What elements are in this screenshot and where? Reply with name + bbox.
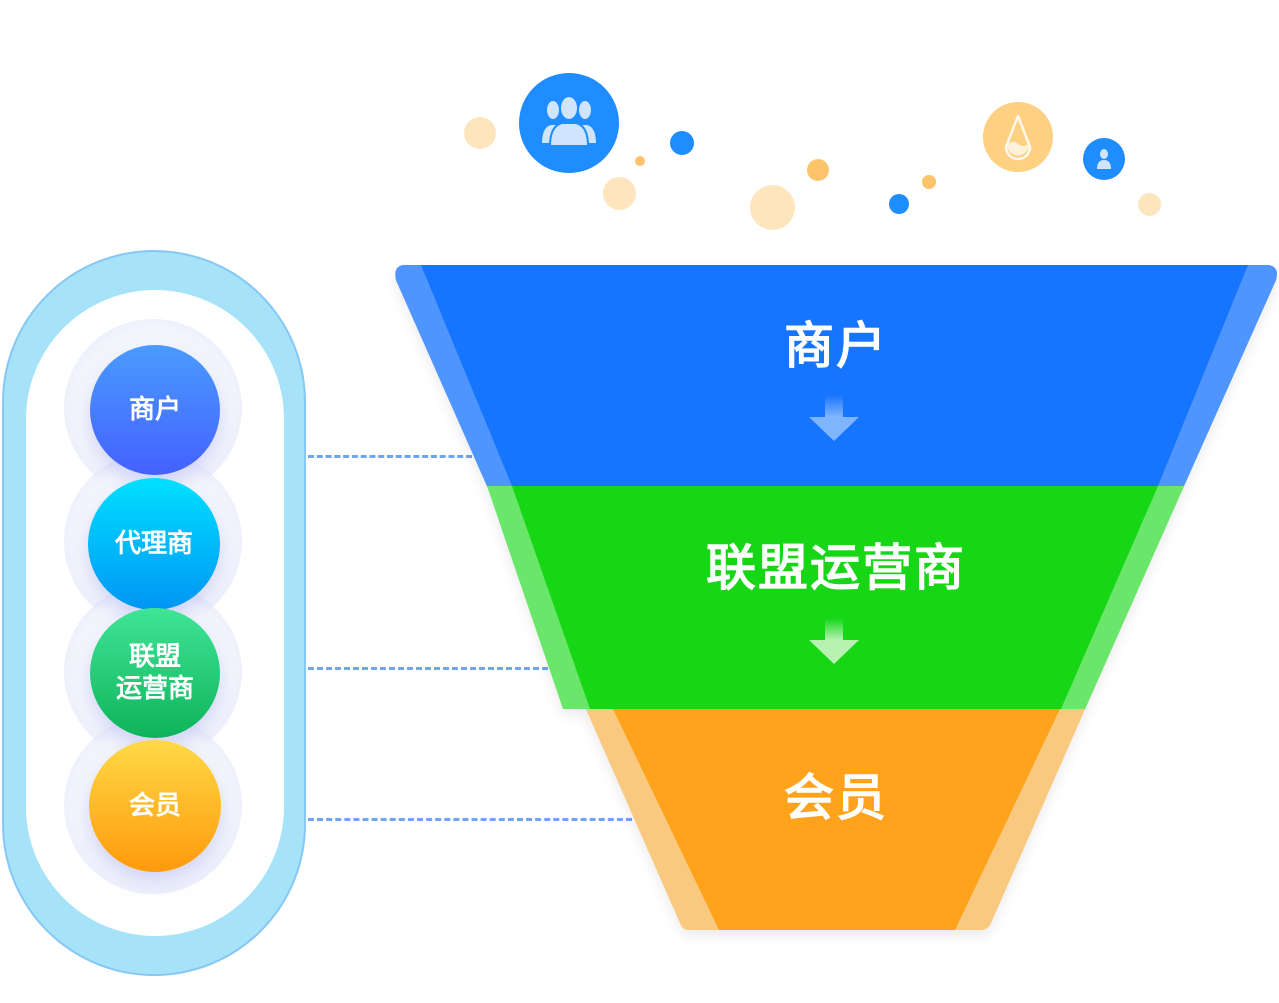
side-node-label: 商户 [128, 395, 181, 425]
funnel-label-member: 会员 [784, 769, 888, 827]
down-arrow-icon [809, 395, 859, 441]
decor-dot [464, 117, 496, 149]
funnel-edge-left [487, 486, 590, 709]
decor-dot [635, 156, 645, 166]
funnel-stage-alliance [487, 486, 1184, 709]
funnel-label-alliance: 联盟运营商 [706, 539, 966, 597]
users-group-icon [519, 73, 619, 173]
funnel-edge-left [395, 265, 512, 486]
user-icon [1083, 138, 1125, 180]
side-node-label-line2: 运营商 [115, 674, 194, 704]
side-node-alliance-operator[interactable]: 联盟 运营商 [90, 608, 220, 738]
funnel-stage-merchant [395, 265, 1277, 486]
decor-dot [603, 177, 636, 210]
connector-line-member [308, 818, 632, 821]
side-node-label: 代理商 [114, 529, 193, 559]
funnel-stage-merchant-area: 商户 [636, 306, 1036, 376]
side-node-label: 会员 [128, 791, 181, 821]
funnel-stage-member [586, 709, 1085, 930]
side-node-member[interactable]: 会员 [89, 740, 221, 872]
decor-dot [750, 185, 795, 230]
down-arrow-icon [809, 618, 859, 664]
side-node-agent[interactable]: 代理商 [88, 478, 220, 610]
decor-dot [922, 175, 936, 189]
decor-dot [1138, 193, 1161, 216]
funnel-stage-alliance-area: 联盟运营商 [636, 528, 1036, 598]
water-drop-icon [983, 102, 1053, 172]
funnel-stage-member-area: 会员 [636, 758, 1036, 828]
decor-dot [889, 194, 909, 214]
connector-line-alliance [308, 667, 566, 670]
funnel-label-merchant: 商户 [784, 317, 888, 375]
funnel-edge-right [955, 709, 1085, 930]
funnel-edge-right [1158, 265, 1277, 486]
funnel-edge-right [1061, 486, 1184, 709]
side-node-merchant[interactable]: 商户 [90, 345, 220, 475]
funnel-edge-left [586, 709, 719, 930]
decor-dot [670, 131, 694, 155]
connector-line-merchant [308, 455, 472, 458]
decor-dot [807, 159, 829, 181]
side-node-label-line1: 联盟 [128, 642, 181, 672]
